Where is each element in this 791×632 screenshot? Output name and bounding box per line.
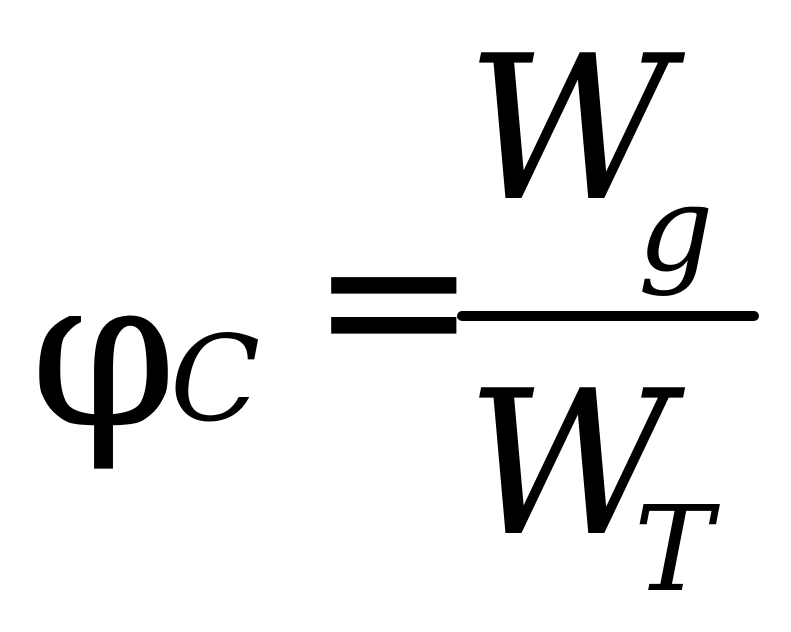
denominator-subscript: T: [634, 480, 713, 618]
phi-subscript: C: [170, 310, 261, 448]
equals-sign: =: [310, 183, 478, 416]
phi-symbol: φ: [30, 230, 178, 475]
denominator-symbol: W: [466, 348, 672, 581]
numerator-symbol: W: [466, 13, 672, 246]
fraction-bar: [457, 311, 759, 321]
numerator-subscript: g: [638, 160, 714, 298]
